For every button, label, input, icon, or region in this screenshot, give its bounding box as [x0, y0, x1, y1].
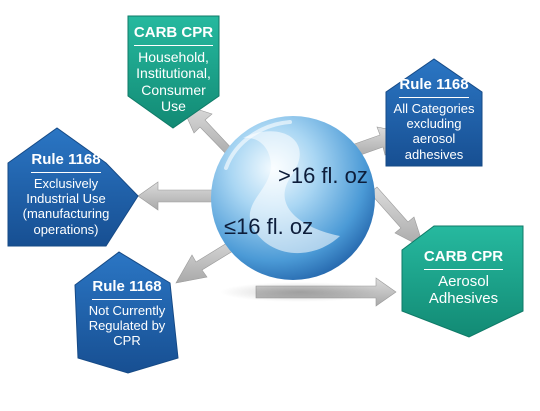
node-shape-carb-cpr-aerosol: [401, 225, 524, 338]
node-text-line: Industrial Use: [26, 191, 106, 207]
node-text-line: Institutional,: [136, 65, 211, 82]
node-text-line: Consumer: [141, 81, 206, 98]
node-text-line: Regulated by: [88, 318, 166, 334]
node-rule-1168-not-regulated: Rule 1168 Not Currently Regulated by CPR: [76, 278, 178, 349]
node-text-line: operations): [33, 221, 99, 237]
node-text-line: adhesives: [404, 146, 464, 162]
node-text-line: Adhesives: [428, 290, 499, 308]
node-title: Rule 1168: [31, 151, 101, 173]
node-carb-cpr-household: CARB CPR Household, Institutional, Consu…: [128, 24, 219, 115]
arrow-to-rule-1168-industrial: [137, 181, 216, 211]
center-upper-label: >16 fl. oz: [278, 163, 368, 188]
center-lower-label: ≤16 fl. oz: [224, 214, 314, 239]
node-title: Rule 1168: [399, 76, 469, 98]
node-text-line: All Categories: [393, 100, 475, 116]
node-shape-rule-1168-not-regulated: [74, 251, 179, 374]
node-rule-1168-all-categories: Rule 1168 All Categories excluding aeros…: [386, 76, 482, 162]
node-title: Rule 1168: [92, 278, 162, 300]
node-text-line: Exclusively: [33, 175, 99, 191]
node-shape-rule-1168-industrial: [7, 127, 139, 247]
node-title: CARB CPR: [423, 248, 504, 270]
node-text-line: excluding aerosol: [406, 116, 462, 147]
node-text-line: Household,: [138, 48, 209, 65]
node-text-line: Use: [161, 98, 186, 115]
node-text-line: CPR: [113, 333, 141, 349]
node-text-line: Not Currently: [88, 302, 166, 318]
node-title: CARB CPR: [133, 24, 214, 46]
node-rule-1168-industrial: Rule 1168 Exclusively Industrial Use (ma…: [8, 151, 124, 237]
node-shape-carb-cpr-household: [127, 15, 220, 129]
node-carb-cpr-aerosol: CARB CPR Aerosol Adhesives: [404, 248, 523, 308]
node-shape-rule-1168-all-categories: [385, 58, 483, 167]
node-text-line: (manufacturing: [22, 206, 110, 222]
center-sphere: [211, 116, 380, 302]
arrow-to-carb-cpr-aerosol-upper: [369, 186, 425, 249]
node-text-line: Aerosol: [438, 272, 489, 290]
